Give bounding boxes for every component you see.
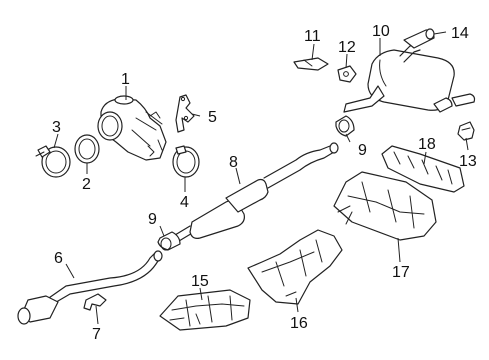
bracket-5 (175, 94, 195, 133)
callout-9-upper: 9 (358, 142, 367, 159)
callout-10: 10 (372, 23, 390, 40)
heat-plate-11 (293, 57, 329, 71)
callout-15: 15 (191, 273, 209, 290)
clamp-3 (35, 145, 71, 178)
callout-18: 18 (418, 136, 436, 153)
callout-3: 3 (52, 119, 61, 136)
callout-labels: 1 2 3 4 5 6 7 8 9 9 10 11 12 13 14 15 16… (52, 23, 477, 343)
callout-4: 4 (180, 194, 189, 211)
callout-6: 6 (54, 250, 63, 267)
rear-muffler (343, 43, 476, 113)
hanger-clip-12 (337, 65, 357, 83)
callout-2: 2 (82, 176, 91, 193)
clamp-9-lower (157, 231, 181, 251)
heat-shield-16 (247, 229, 343, 305)
callout-7: 7 (92, 326, 101, 343)
callout-17: 17 (392, 264, 410, 281)
hanger-bracket-7 (83, 293, 107, 311)
callout-1: 1 (121, 71, 130, 88)
callout-16: 16 (290, 315, 308, 332)
gasket-ring (74, 134, 100, 164)
heat-shield-18 (381, 145, 465, 193)
clamp-9-upper (335, 115, 355, 137)
front-exhaust-pipe (17, 250, 163, 325)
callout-12: 12 (338, 39, 356, 56)
catalytic-converter (97, 95, 167, 161)
heat-shield-15 (159, 289, 251, 331)
callout-8: 8 (229, 154, 238, 171)
callout-9-lower: 9 (148, 211, 157, 228)
callout-11: 11 (304, 28, 321, 45)
tail-pipe-tip (403, 28, 435, 49)
callout-14: 14 (451, 25, 469, 42)
callout-13: 13 (459, 153, 477, 170)
callout-5: 5 (208, 109, 217, 126)
clamp-4 (172, 145, 200, 178)
heat-shield-17 (333, 171, 437, 241)
rubber-mount-13 (457, 121, 475, 141)
leader-lines (53, 31, 469, 325)
